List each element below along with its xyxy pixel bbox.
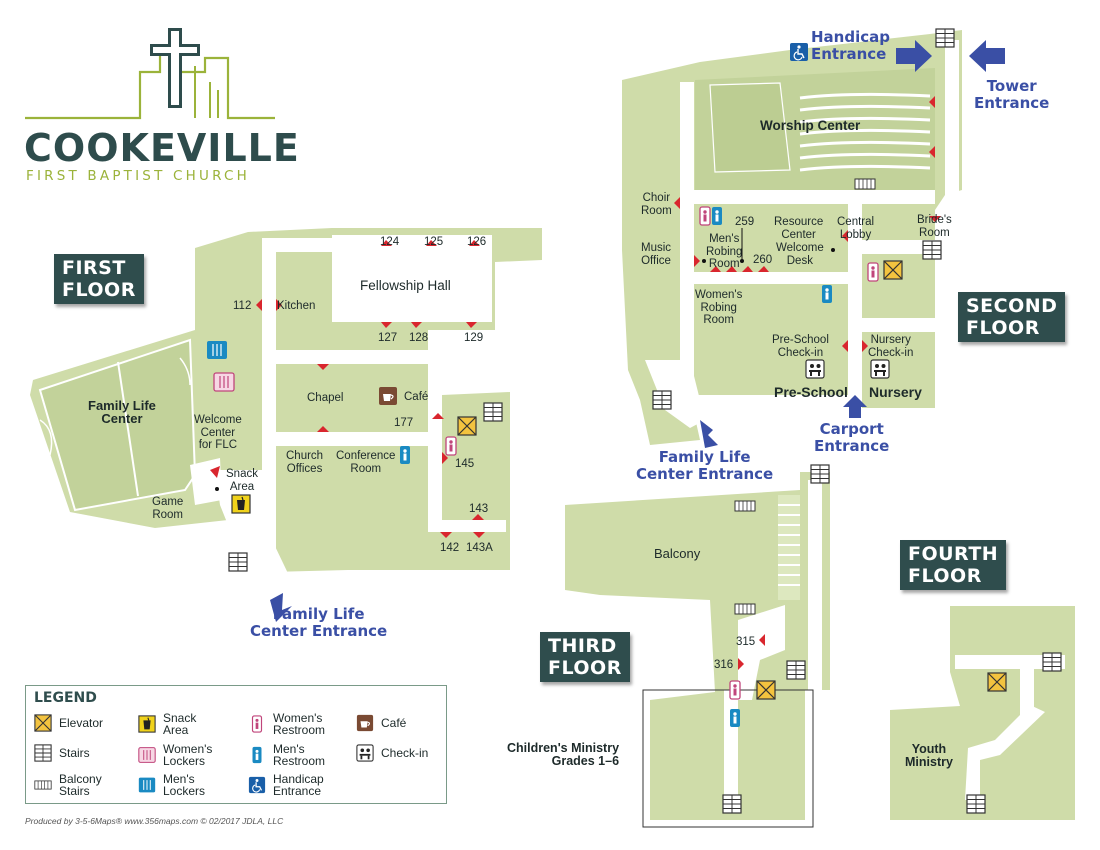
- mens-robing-room-label: Men's Robing Room: [706, 233, 743, 270]
- legend-handicap-entrance: Handicap Entrance: [248, 773, 324, 797]
- legend-mens-lockers: Men's Lockers: [138, 773, 205, 797]
- room-112: 112: [233, 300, 252, 312]
- snack-area-label: Snack Area: [226, 468, 258, 493]
- church-logo-graphic: [25, 28, 275, 120]
- legend-snack-area: Snack Area: [138, 712, 196, 736]
- room-145: 145: [455, 458, 475, 470]
- room-129: 129: [464, 332, 484, 344]
- room-177: 177: [394, 417, 414, 429]
- legend-cafe: Café: [356, 714, 406, 732]
- legend-balcony-stairs: Balcony Stairs: [34, 773, 102, 797]
- room-142: 142: [440, 542, 460, 554]
- map-legend: LEGEND Elevator Stairs Balcony Stairs Sn…: [25, 685, 447, 804]
- brides-room-label: Bride's Room: [917, 214, 952, 239]
- church-offices-label: Church Offices: [286, 450, 324, 475]
- room-125: 125: [424, 236, 444, 248]
- church-subtitle: FIRST BAPTIST CHURCH: [26, 168, 250, 184]
- preschool-checkin-label: Pre-School Check-in: [772, 334, 829, 359]
- third-floor-tag: THIRD FLOOR: [540, 632, 630, 682]
- stairs-icon: [34, 744, 52, 762]
- central-lobby-label: Central Lobby: [837, 216, 875, 241]
- second-floor-tag: SECOND FLOOR: [958, 292, 1066, 342]
- elevator-icon: [34, 714, 52, 732]
- legend-elevator: Elevator: [34, 714, 103, 732]
- first-floor-plan: [30, 228, 542, 595]
- chapel-label: Chapel: [307, 392, 344, 404]
- room-126: 126: [467, 236, 487, 248]
- mens-lockers-icon: [138, 777, 156, 793]
- map-credit: Produced by 3-5-6Maps® www.356maps.com ©…: [25, 816, 284, 826]
- music-office-label: Music Office: [641, 242, 672, 267]
- conference-room-label: Conference Room: [336, 450, 396, 475]
- first-floor-tag: FIRST FLOOR: [54, 254, 144, 304]
- checkin-icon: [356, 744, 374, 762]
- game-room-label: Game Room: [152, 496, 184, 521]
- snack-icon: [138, 715, 156, 733]
- room-124: 124: [380, 236, 400, 248]
- tower-entrance-label: Tower Entrance: [974, 77, 1050, 112]
- second-floor-flc-entrance-label: Family Life Center Entrance: [636, 448, 774, 483]
- welcome-desk-label: Welcome Desk: [776, 242, 824, 267]
- third-floor-plan: [565, 472, 830, 828]
- resource-center-label: Resource Center: [774, 216, 824, 241]
- choir-room-label: Choir Room: [641, 192, 672, 217]
- nursery-checkin-label: Nursery Check-in: [868, 334, 914, 359]
- entrance-arrows: [270, 40, 1005, 622]
- handicap-entrance-label: Handicap Entrance: [811, 28, 890, 63]
- room-128: 128: [409, 332, 429, 344]
- family-life-center-label: Family Life Center: [88, 398, 156, 426]
- room-260: 260: [753, 254, 773, 266]
- legend-womens-restroom: Women's Restroom: [248, 712, 325, 736]
- legend-title: LEGEND: [34, 690, 97, 706]
- carport-entrance-label: Carport Entrance: [814, 420, 890, 455]
- balcony-label: Balcony: [654, 546, 701, 561]
- childrens-ministry-label: Children's Ministry Grades 1–6: [507, 741, 620, 768]
- legend-mens-restroom: Men's Restroom: [248, 743, 325, 767]
- map-icons: [206, 28, 1062, 814]
- handicap-icon: [248, 776, 266, 794]
- door-markers: [210, 96, 941, 670]
- legend-stairs: Stairs: [34, 744, 90, 762]
- cafe-label: Café: [404, 391, 429, 403]
- room-127: 127: [378, 332, 398, 344]
- first-floor-flc-entrance-label: Family Life Center Entrance: [250, 605, 388, 640]
- preschool-label: Pre-School: [774, 384, 848, 400]
- second-floor-plan: [622, 30, 962, 445]
- welcome-center-label: Welcome Center for FLC: [194, 414, 242, 451]
- fourth-floor-plan: [890, 606, 1075, 820]
- legend-womens-lockers: Women's Lockers: [138, 743, 212, 767]
- nursery-label: Nursery: [869, 384, 922, 400]
- womens-lockers-icon: [138, 747, 156, 763]
- legend-checkin: Check-in: [356, 744, 428, 762]
- mens-restroom-icon: [252, 746, 262, 764]
- room-143: 143: [469, 503, 489, 515]
- youth-ministry-label: Youth Ministry: [905, 742, 953, 769]
- room-315: 315: [736, 636, 756, 648]
- fourth-floor-tag: FOURTH FLOOR: [900, 540, 1007, 590]
- room-143a: 143A: [466, 542, 493, 554]
- room-316: 316: [714, 659, 734, 671]
- church-name: COOKEVILLE: [24, 126, 300, 170]
- cafe-icon: [356, 714, 374, 732]
- worship-center-label: Worship Center: [760, 118, 861, 133]
- room-259: 259: [735, 216, 755, 228]
- womens-restroom-icon: [251, 715, 263, 733]
- womens-robing-room-label: Women's Robing Room: [695, 289, 743, 326]
- balcony-stairs-icon: [34, 780, 52, 790]
- kitchen-label: Kitchen: [277, 300, 316, 312]
- fellowship-hall-label: Fellowship Hall: [360, 278, 451, 293]
